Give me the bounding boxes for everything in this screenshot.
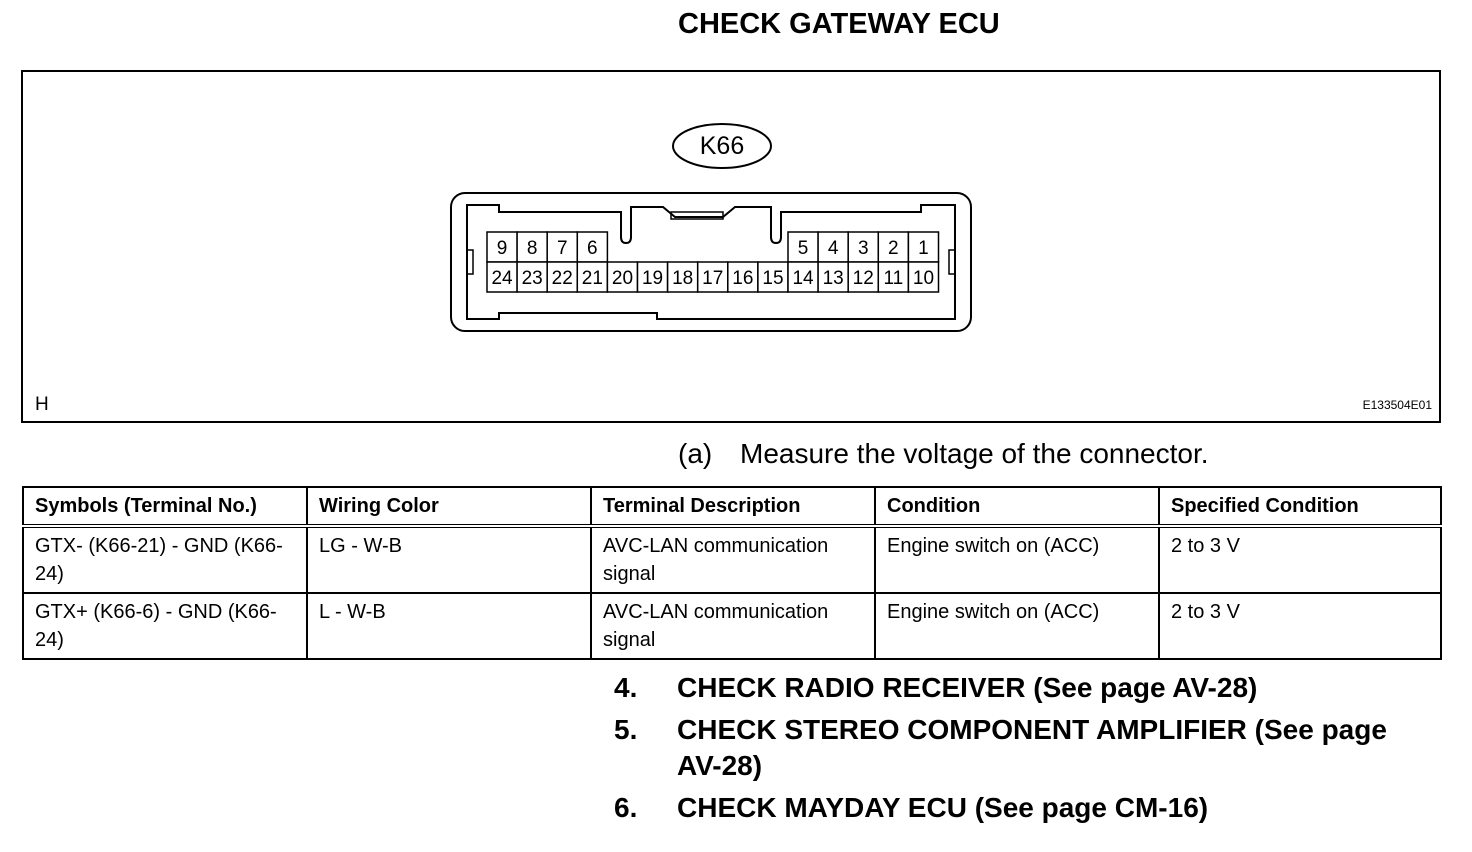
table-cell: AVC-LAN communication signal [590,525,876,594]
latch-left [466,249,474,275]
table-header-cell: Terminal Description [590,486,876,528]
terminal-number: 17 [702,268,723,289]
terminal-cell [486,231,518,263]
substep-a: (a) Measure the voltage of the connector. [678,438,1209,470]
terminal-number: 22 [552,268,573,289]
terminal-number: 23 [522,268,543,289]
table-header-cell: Specified Condition [1158,486,1442,528]
terminal-number: 24 [491,268,513,289]
terminal-number: 9 [497,238,508,259]
table-header-cell: Wiring Color [306,486,592,528]
step-number: 4. [614,672,638,703]
terminal-number: 20 [612,268,633,289]
terminal-cell [787,261,819,293]
latch-right [948,249,956,275]
table-cell: Engine switch on (ACC) [874,525,1160,594]
step-item: 5. CHECK STEREO COMPONENT AMPLIFIER (See… [614,712,1414,784]
terminal-number: 13 [823,268,844,289]
steps-list: 4. CHECK RADIO RECEIVER (See page AV-28)… [614,670,1414,832]
connector-key [670,211,724,220]
terminal-number: 6 [587,238,598,259]
step-item: 4. CHECK RADIO RECEIVER (See page AV-28) [614,670,1414,706]
substep-text: Measure the voltage of the connector. [740,438,1209,469]
terminal-number: 7 [557,238,568,259]
figure-code: E133504E01 [1362,398,1432,412]
terminal-number: 14 [792,268,814,289]
terminal-cell [576,231,609,263]
terminal-number: 21 [582,268,603,289]
terminal-cell [546,261,579,293]
terminal-number: 2 [888,238,899,259]
table-row: GTX+ (K66-6) - GND (K66-24) L - W-B AVC-… [22,592,1442,660]
table-cell: L - W-B [306,592,592,660]
step-item: 6. CHECK MAYDAY ECU (See page CM-16) [614,790,1414,826]
terminal-cell [696,261,729,293]
step-number: 5. [614,714,638,745]
voltage-spec-table: Symbols (Terminal No.) Wiring Color Term… [22,486,1442,660]
substep-label: (a) [678,438,713,469]
terminal-number: 16 [732,268,753,289]
connector-label-ellipse [672,123,772,169]
step-text: CHECK STEREO COMPONENT AMPLIFIER (See pa… [677,714,1387,781]
connector-inner-outline [466,204,956,320]
terminal-number: 11 [883,268,903,289]
table-cell: Engine switch on (ACC) [874,592,1160,660]
terminal-cell [847,231,880,263]
terminal-number: 5 [798,238,809,259]
terminal-cell [666,261,699,293]
terminal-cell [877,231,910,263]
terminal-cell [907,231,940,263]
terminal-cell [907,261,940,293]
terminal-number: 12 [853,268,874,289]
terminal-number: 19 [642,268,663,289]
terminal-number: 10 [913,268,934,289]
table-cell: AVC-LAN communication signal [590,592,876,660]
step-text: CHECK MAYDAY ECU (See page CM-16) [677,792,1209,823]
connector-label: K66 [700,132,744,160]
terminal-cell [606,261,639,293]
step-number: 6. [614,792,638,823]
terminal-number: 18 [672,268,693,289]
terminal-cell [516,231,548,263]
table-cell: GTX+ (K66-6) - GND (K66-24) [22,592,308,660]
terminal-cell [516,261,548,293]
table-cell: 2 to 3 V [1158,525,1442,594]
terminal-number: 8 [527,238,538,259]
terminal-number: 15 [762,268,783,289]
terminal-cell [636,261,669,293]
table-header-cell: Symbols (Terminal No.) [22,486,308,528]
terminal-cell [787,231,819,263]
terminal-number: 1 [918,238,929,259]
table-cell: LG - W-B [306,525,592,594]
table-cell: 2 to 3 V [1158,592,1442,660]
table-row: GTX- (K66-21) - GND (K66-24) LG - W-B AV… [22,525,1442,594]
table-header-row: Symbols (Terminal No.) Wiring Color Term… [22,486,1442,528]
page-heading: CHECK GATEWAY ECU [678,8,1000,40]
step-text: CHECK RADIO RECEIVER (See page AV-28) [677,672,1258,703]
table-cell: GTX- (K66-21) - GND (K66-24) [22,525,308,594]
terminal-number: 3 [858,238,869,259]
figure-corner-letter: H [35,394,49,415]
terminal-number: 4 [828,238,839,259]
terminal-cell [757,261,789,293]
table-header-cell: Condition [874,486,1160,528]
